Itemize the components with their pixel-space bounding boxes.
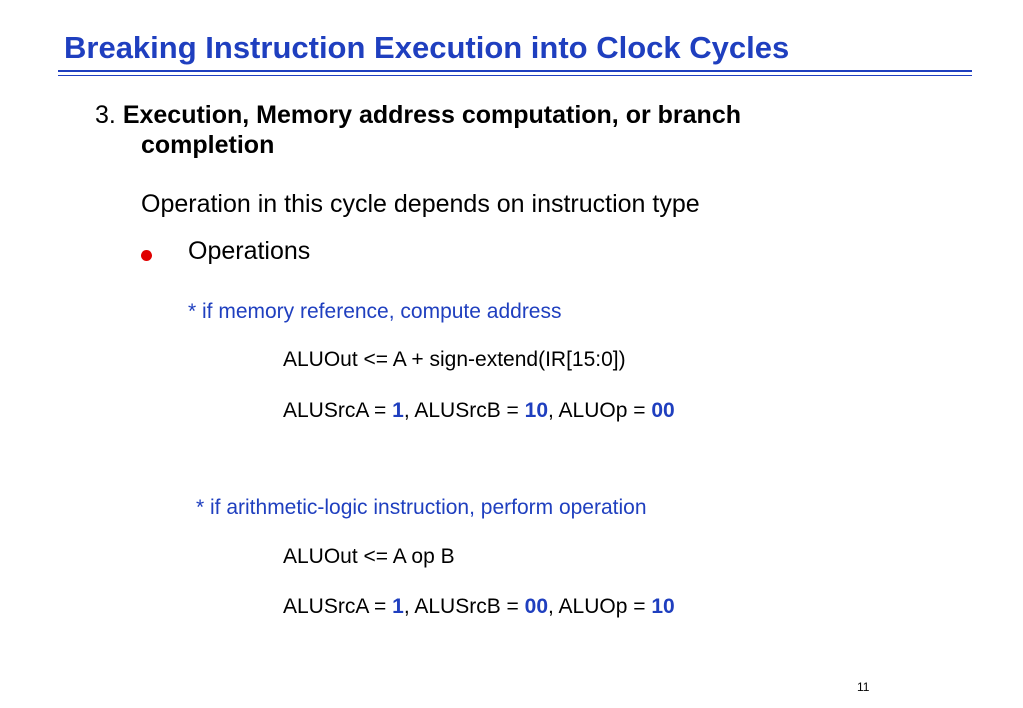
slide-title: Breaking Instruction Execution into Cloc… bbox=[64, 30, 790, 65]
bullet-dot-icon bbox=[141, 250, 152, 261]
alusrca-label: ALUSrcA = bbox=[283, 595, 393, 618]
aluop-label: , ALUOp = bbox=[548, 399, 652, 422]
alusrca-value: 1 bbox=[392, 399, 404, 422]
alusrca-value: 1 bbox=[392, 595, 404, 618]
alusrcb-value: 00 bbox=[524, 595, 548, 618]
step-number: 3. bbox=[95, 101, 116, 129]
page-number: 11 bbox=[857, 680, 870, 694]
memory-control-line: ALUSrcA = 1, ALUSrcB = 10, ALUOp = 00 bbox=[283, 399, 675, 423]
aluop-value: 00 bbox=[651, 399, 675, 422]
aluop-value: 10 bbox=[651, 595, 675, 618]
description: Operation in this cycle depends on instr… bbox=[141, 190, 700, 218]
arith-case-label: * if arithmetic-logic instruction, perfo… bbox=[196, 496, 647, 519]
arith-control-line: ALUSrcA = 1, ALUSrcB = 00, ALUOp = 10 bbox=[283, 595, 675, 619]
aluop-label: , ALUOp = bbox=[548, 595, 652, 618]
alusrca-label: ALUSrcA = bbox=[283, 399, 393, 422]
memory-aluout-line: ALUOut <= A + sign-extend(IR[15:0]) bbox=[283, 348, 626, 371]
alusrcb-label: , ALUSrcB = bbox=[403, 399, 525, 422]
step-heading-line1: Execution, Memory address computation, o… bbox=[122, 101, 741, 129]
alusrcb-value: 10 bbox=[524, 399, 548, 422]
step-heading-line2: completion bbox=[141, 131, 275, 159]
memory-case-label: * if memory reference, compute address bbox=[188, 300, 562, 323]
step-heading: 3. Execution, Memory address computation… bbox=[95, 99, 741, 131]
title-underline bbox=[58, 70, 972, 72]
alusrcb-label: , ALUSrcB = bbox=[403, 595, 525, 618]
arith-aluout-line: ALUOut <= A op B bbox=[283, 545, 455, 568]
title-underline-thin bbox=[58, 75, 972, 76]
bullet-operations: Operations bbox=[188, 237, 311, 265]
